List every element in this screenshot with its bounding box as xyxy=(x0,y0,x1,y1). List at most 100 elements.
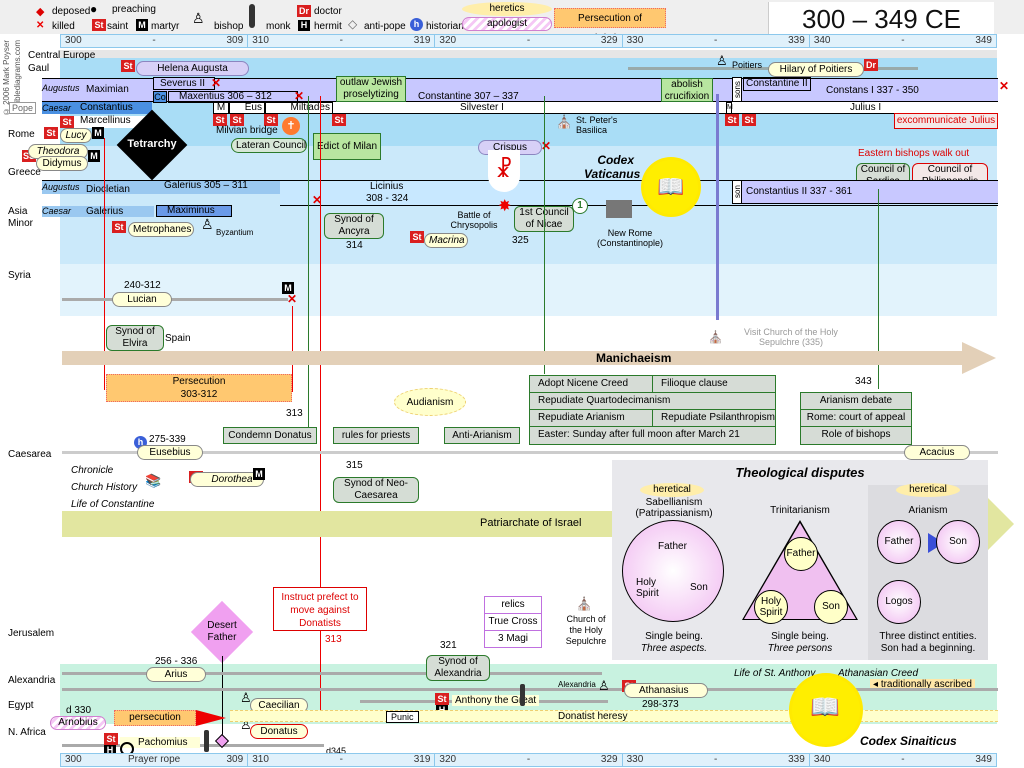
condemn-donatus[interactable]: Condemn Donatus xyxy=(223,427,317,444)
doctor-icon: Dr xyxy=(297,5,311,17)
pope-marcellus[interactable]: M xyxy=(213,102,229,114)
preaching-icon: ● xyxy=(90,2,98,16)
eusebius-dates: 275-339 xyxy=(149,434,186,445)
athanasian-creed[interactable]: Athanasian Creed xyxy=(838,668,919,679)
ruler-constantius[interactable]: Constantius xyxy=(80,102,133,113)
relics-cell[interactable]: relics xyxy=(485,597,541,614)
legend-martyr: martyr xyxy=(151,21,180,32)
ruler-co[interactable]: Co xyxy=(153,91,167,103)
table-cell[interactable]: Arianism debate xyxy=(819,395,893,406)
bishop-icon: ♙ xyxy=(201,216,214,232)
work-life-of-constantine[interactable]: Life of Constantine xyxy=(71,499,155,510)
helena-augusta[interactable]: Helena Augusta xyxy=(136,61,249,76)
chi-rho-shield-icon: ☧ xyxy=(488,150,520,192)
saint-didymus[interactable]: Didymus xyxy=(36,156,88,171)
eastern-bishops-walk-out[interactable]: Eastern bishops walk out xyxy=(858,148,970,159)
synod-of-elvira[interactable]: Synod of Elvira xyxy=(106,325,164,351)
synod-of-ancyra[interactable]: Synod of Ancyra xyxy=(324,213,384,239)
sardica-decisions-table: Arianism debate Rome: court of appeal Ro… xyxy=(800,392,912,445)
ruler-licinius[interactable]: Licinius xyxy=(370,181,404,192)
ruler-maximian[interactable]: Maximian xyxy=(86,84,129,95)
persecution-africa[interactable]: persecution xyxy=(114,710,196,726)
pope-mark[interactable]: M xyxy=(726,102,733,114)
persecution-box[interactable]: Persecution 303-312 xyxy=(106,374,292,402)
ruler-severus[interactable]: Severus II xyxy=(153,77,215,90)
athanasius-dates: 298-373 xyxy=(642,699,679,710)
killed-icon: ✕ xyxy=(312,193,323,207)
edict-of-milan[interactable]: Edict of Milan xyxy=(313,133,381,160)
sab-desc-2: Three aspects. xyxy=(640,643,708,654)
saint-metrophanes[interactable]: Metrophanes xyxy=(128,222,194,237)
killed-icon: ✕ xyxy=(287,292,298,306)
work-chronicle[interactable]: Chronicle xyxy=(71,465,114,476)
ruler-galerius-augustus[interactable]: Galerius 305 – 311 xyxy=(164,180,248,191)
pope-eusebius[interactable]: Eus xyxy=(229,102,265,114)
rules-for-priests[interactable]: rules for priests xyxy=(333,427,419,444)
instruct-prefect[interactable]: Instruct prefect to move against Donatis… xyxy=(273,587,367,631)
table-cell[interactable]: Adopt Nicene Creed xyxy=(530,376,653,392)
ruler-constantius-ii[interactable]: Constantius II 337 - 361 xyxy=(746,186,853,197)
table-cell[interactable]: Repudiate Psilanthropism xyxy=(661,412,775,423)
church-of-holy-sepulchre[interactable]: Church of the Holy Sepulchre xyxy=(565,614,607,646)
st-peters-basilica[interactable]: St. Peter's Basilica xyxy=(576,115,618,135)
anti-arianism[interactable]: Anti-Arianism xyxy=(444,427,520,444)
sabellianism-circle xyxy=(622,520,724,622)
sab-father: Father xyxy=(658,541,687,552)
lucian[interactable]: Lucian xyxy=(112,292,172,307)
audianism[interactable]: Audianism xyxy=(394,388,466,416)
table-cell[interactable]: Role of bishops xyxy=(821,429,891,440)
eusebius[interactable]: Eusebius xyxy=(137,445,203,460)
table-cell[interactable]: Repudiate Arianism xyxy=(530,410,653,426)
pope-marcellinus[interactable]: Marcellinus xyxy=(80,115,131,126)
ruler-constantine[interactable]: Constantine 307 – 337 xyxy=(418,91,519,102)
new-rome[interactable]: New Rome (Constantinople) xyxy=(596,228,664,248)
ruler-maximinus[interactable]: Maximinus xyxy=(156,205,232,217)
excommunicate-julius[interactable]: excommunicate Julius xyxy=(894,113,998,129)
lateran-council[interactable]: Lateran Council xyxy=(231,138,307,153)
saint-badge: St xyxy=(60,116,74,128)
relics-cell[interactable]: True Cross xyxy=(485,614,541,631)
pope-miltiades[interactable]: Miltiades xyxy=(265,102,333,114)
saint-lucy[interactable]: Lucy xyxy=(60,128,92,143)
donatist-heresy[interactable]: Donatist heresy xyxy=(558,711,628,722)
table-cell[interactable]: Rome: court of appeal xyxy=(806,412,906,423)
donatus[interactable]: Donatus xyxy=(250,724,308,739)
synod-of-alexandria[interactable]: Synod of Alexandria xyxy=(426,655,490,681)
legend-bishop: bishop xyxy=(214,21,244,32)
hilary-of-poitiers[interactable]: Hilary of Poitiers xyxy=(768,62,864,77)
arius[interactable]: Arius xyxy=(146,667,206,682)
saint-macrina[interactable]: Macrina xyxy=(424,233,468,248)
table-row: Repudiate Quartodecimanism xyxy=(530,393,775,410)
athanasius[interactable]: Athanasius xyxy=(624,683,708,698)
table-cell[interactable]: Repudiate Quartodecimanism xyxy=(538,395,671,406)
outlaw-jewish-proselytizing[interactable]: outlaw Jewish proselytizing xyxy=(336,76,406,102)
acacius[interactable]: Acacius xyxy=(904,445,970,460)
abolish-crucifixion[interactable]: abolish crucifixion xyxy=(661,78,713,102)
ruler-diocletian[interactable]: Diocletian xyxy=(86,184,130,195)
pope-julius[interactable]: Julius I xyxy=(850,102,882,113)
work-church-history[interactable]: Church History xyxy=(71,482,138,493)
connector-line xyxy=(320,96,321,710)
byzantium-label: Byzantium xyxy=(216,228,254,237)
life-of-st-anthony[interactable]: Life of St. Anthony xyxy=(734,668,816,679)
band-syria xyxy=(60,264,997,316)
killed-icon: ✕ xyxy=(999,79,1010,93)
pope-silvester[interactable]: Silvester I xyxy=(460,102,504,113)
arnobius[interactable]: Arnobius xyxy=(50,716,106,730)
anthony-the-great[interactable]: Anthony the Great xyxy=(452,695,540,706)
milvian-bridge[interactable]: Milvian bridge xyxy=(216,125,278,136)
ruler-constantine-ii[interactable]: Constantine II xyxy=(743,77,811,91)
nicene-decisions-table: Adopt Nicene Creed Filioque clause Repudi… xyxy=(529,375,776,445)
arnobius-death: d 330 xyxy=(66,705,92,716)
pachomius[interactable]: Pachomius xyxy=(120,737,200,748)
ruler-constans[interactable]: Constans I 337 - 350 xyxy=(826,85,919,96)
table-cell[interactable]: Filioque clause xyxy=(661,378,728,389)
table-cell[interactable]: Easter: Sunday after full moon after Mar… xyxy=(538,429,740,440)
desert-father[interactable]: Desert Father xyxy=(207,620,237,643)
battle-of-chrysopolis[interactable]: Battle of Chrysopolis xyxy=(450,210,498,230)
arianism-panel xyxy=(868,485,988,660)
synod-of-neo-caesarea[interactable]: Synod of Neo-Caesarea xyxy=(333,477,419,503)
table-row: Adopt Nicene Creed Filioque clause xyxy=(530,376,775,393)
visit-holy-sepulchre[interactable]: Visit Church of the Holy Sepulchre (335) xyxy=(744,327,838,347)
relics-cell[interactable]: 3 Magi xyxy=(497,633,528,644)
